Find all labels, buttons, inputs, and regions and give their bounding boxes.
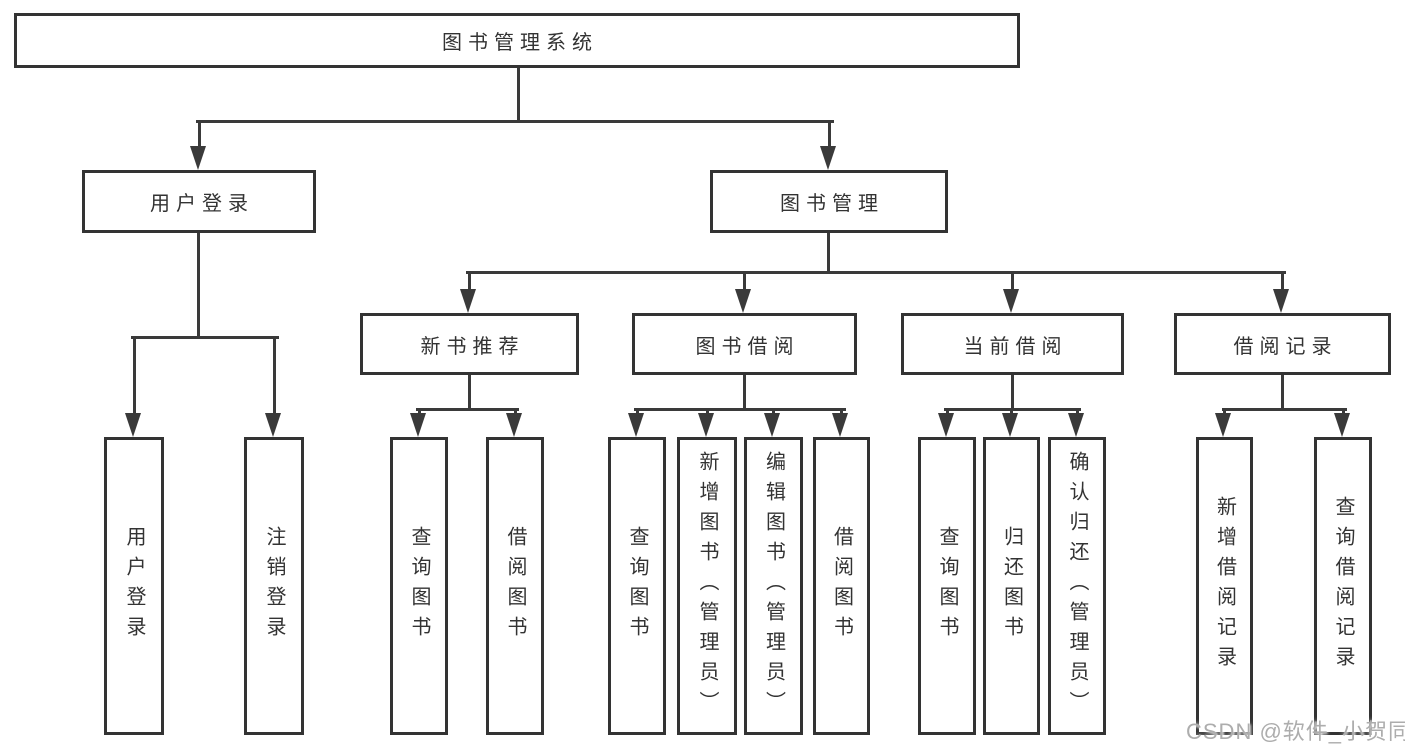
connector-drop (468, 271, 471, 291)
arrow-down-icon (410, 413, 426, 437)
arrow-down-icon (1273, 289, 1289, 313)
arrow-down-icon (698, 413, 714, 437)
arrow-down-icon (1334, 413, 1350, 437)
connector-drop (1223, 408, 1226, 415)
connector-stem (827, 233, 830, 274)
node-root: 图书管理系统 (14, 13, 1020, 68)
arrow-down-icon (506, 413, 522, 437)
connector-drop (273, 336, 276, 415)
connector-bus (1222, 408, 1347, 411)
connector-drop (133, 336, 136, 415)
leaf-confirm-return-admin: 确认归还（管理员） (1048, 437, 1106, 735)
node-current-borrow: 当前借阅 (901, 313, 1124, 375)
leaf-return-book: 归还图书 (983, 437, 1040, 735)
connector-drop (418, 408, 421, 415)
connector-drop (1281, 271, 1284, 291)
connector-drop (636, 408, 639, 415)
node-user-login: 用户登录 (82, 170, 316, 233)
connector-stem (1011, 375, 1014, 411)
arrow-down-icon (764, 413, 780, 437)
leaf-user-login: 用户登录 (104, 437, 164, 735)
connector-drop (840, 408, 843, 415)
connector-stem (743, 375, 746, 411)
leaf-query-books-2: 查询图书 (608, 437, 666, 735)
arrow-down-icon (1003, 289, 1019, 313)
connector-bus (634, 408, 846, 411)
connector-bus (131, 336, 279, 339)
connector-drop (772, 408, 775, 415)
connector-drop (1076, 408, 1079, 415)
arrow-down-icon (1002, 413, 1018, 437)
arrow-down-icon (938, 413, 954, 437)
arrow-down-icon (735, 289, 751, 313)
connector-drop (706, 408, 709, 415)
connector-stem (197, 233, 200, 339)
leaf-borrow-books-2: 借阅图书 (813, 437, 870, 735)
connector-drop (828, 120, 831, 148)
connector-drop (743, 271, 746, 291)
connector-bus (196, 120, 834, 123)
connector-stem (1281, 375, 1284, 411)
connector-bus (466, 271, 1286, 274)
arrow-down-icon (820, 146, 836, 170)
node-book-borrow: 图书借阅 (632, 313, 857, 375)
arrow-down-icon (460, 289, 476, 313)
connector-drop (1011, 271, 1014, 291)
leaf-add-book-admin: 新增图书（管理员） (677, 437, 737, 735)
connector-drop (198, 120, 201, 148)
leaf-logout: 注销登录 (244, 437, 304, 735)
arrow-down-icon (832, 413, 848, 437)
leaf-query-books-1: 查询图书 (390, 437, 448, 735)
connector-bus (416, 408, 519, 411)
arrow-down-icon (1068, 413, 1084, 437)
arrow-down-icon (628, 413, 644, 437)
connector-drop (1342, 408, 1345, 415)
arrow-down-icon (265, 413, 281, 437)
node-borrow-records: 借阅记录 (1174, 313, 1391, 375)
connector-stem (468, 375, 471, 411)
leaf-add-borrow-record: 新增借阅记录 (1196, 437, 1253, 735)
leaf-edit-book-admin: 编辑图书（管理员） (744, 437, 803, 735)
connector-stem (517, 68, 520, 123)
arrow-down-icon (190, 146, 206, 170)
arrow-down-icon (125, 413, 141, 437)
connector-drop (514, 408, 517, 415)
leaf-query-borrow-record: 查询借阅记录 (1314, 437, 1372, 735)
arrow-down-icon (1215, 413, 1231, 437)
connector-drop (1010, 408, 1013, 415)
leaf-borrow-books-1: 借阅图书 (486, 437, 544, 735)
csdn-watermark: CSDN @软件_小贺同学 (1186, 719, 1405, 744)
connector-drop (946, 408, 949, 415)
leaf-query-books-3: 查询图书 (918, 437, 976, 735)
node-book-management: 图书管理 (710, 170, 948, 233)
node-new-book-recommend: 新书推荐 (360, 313, 579, 375)
